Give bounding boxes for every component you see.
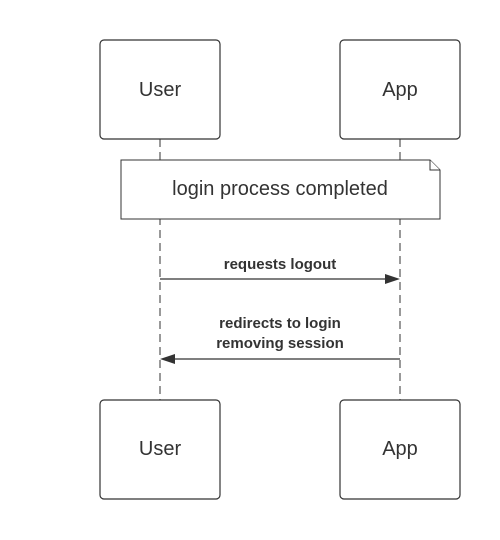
- participant-box: [99, 399, 221, 500]
- arrow-head-icon: [385, 274, 400, 284]
- participant-app-top: App: [339, 39, 461, 140]
- participant-label: App: [382, 438, 418, 460]
- participant-app-bottom: App: [339, 399, 461, 500]
- participant-label: App: [382, 79, 418, 101]
- participant-label: User: [139, 438, 182, 460]
- participant-user-top: User: [99, 39, 221, 140]
- message-label: requests logout: [224, 256, 337, 273]
- message-label-line-2: removing session: [216, 335, 344, 352]
- arrow-head-icon: [160, 354, 175, 364]
- message-label-line-1: redirects to login: [219, 315, 341, 332]
- participant-label: User: [139, 79, 182, 101]
- participant-box: [99, 39, 221, 140]
- participant-box: [339, 399, 461, 500]
- participant-user-bottom: User: [99, 399, 221, 500]
- note-text: login process completed: [172, 178, 388, 200]
- participant-box: [339, 39, 461, 140]
- note-body: [120, 159, 441, 220]
- note-fold: [429, 160, 440, 171]
- message-requests-logout: requests logout: [160, 256, 400, 284]
- message-redirects-to-login: redirects to login removing session: [160, 315, 400, 364]
- note: login process completed: [120, 159, 441, 220]
